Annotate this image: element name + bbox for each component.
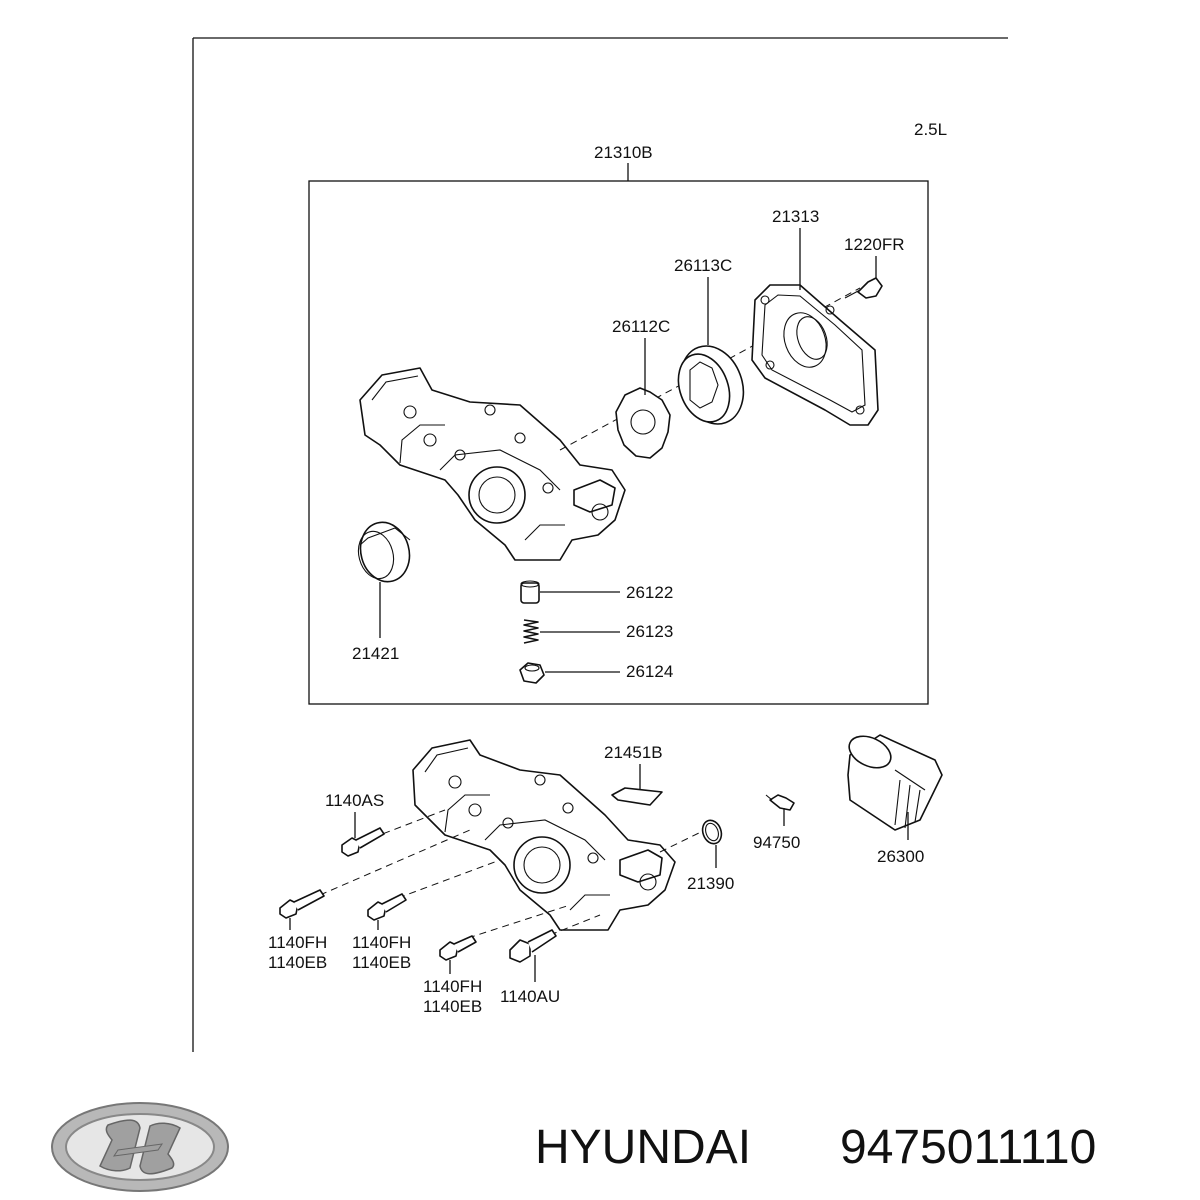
oil-pump-housing[interactable] xyxy=(359,367,626,561)
label-1140FH-b[interactable]: 1140FH xyxy=(352,933,411,952)
hyundai-logo xyxy=(51,1102,229,1192)
relief-plug[interactable] xyxy=(519,662,545,684)
oil-pressure-switch[interactable] xyxy=(765,794,795,811)
engine-label: 2.5L xyxy=(914,120,947,139)
label-26113C[interactable]: 26113C xyxy=(674,256,732,275)
label-1140FH-a[interactable]: 1140FH xyxy=(268,933,327,952)
relief-spring[interactable] xyxy=(523,619,539,644)
label-26123[interactable]: 26123 xyxy=(626,622,673,641)
pump-gasket-21451B[interactable] xyxy=(611,787,663,806)
label-26300[interactable]: 26300 xyxy=(877,847,924,866)
cover-screw[interactable] xyxy=(844,277,883,299)
oil-seal[interactable] xyxy=(353,517,416,587)
bolt-axis-c xyxy=(467,904,571,939)
bolt-axis-a xyxy=(319,829,471,896)
label-1140EB-a[interactable]: 1140EB xyxy=(268,953,327,972)
relief-plunger[interactable] xyxy=(520,580,540,604)
label-1220FR[interactable]: 1220FR xyxy=(844,235,904,254)
label-1140AS[interactable]: 1140AS xyxy=(325,791,384,810)
label-26112C[interactable]: 26112C xyxy=(612,317,670,336)
pump-cover-plate[interactable] xyxy=(751,284,879,426)
bolt-1140FH-c[interactable] xyxy=(439,935,477,961)
label-1140AU[interactable]: 1140AU xyxy=(500,987,560,1006)
label-26124[interactable]: 26124 xyxy=(626,662,673,681)
part-number: 9475011110 xyxy=(840,1121,1096,1174)
label-21390[interactable]: 21390 xyxy=(687,874,734,893)
label-1140FH-c[interactable]: 1140FH xyxy=(423,977,482,996)
inner-rotor-gear[interactable] xyxy=(615,387,671,459)
label-26122[interactable]: 26122 xyxy=(626,583,673,602)
bolt-1140AS[interactable] xyxy=(341,827,385,857)
outer-rotor-ring[interactable] xyxy=(669,337,753,433)
label-1140EB-b[interactable]: 1140EB xyxy=(352,953,411,972)
o-ring-21390[interactable] xyxy=(699,818,724,847)
label-21313[interactable]: 21313 xyxy=(772,207,819,226)
gasket-axis xyxy=(659,829,706,853)
bolt-axis-au xyxy=(549,914,601,936)
bolt-1140AU[interactable] xyxy=(509,929,557,963)
bolt-1140FH-b[interactable] xyxy=(367,893,407,921)
assembly-box xyxy=(308,180,929,705)
label-21451B[interactable]: 21451B xyxy=(604,743,663,762)
label-21421[interactable]: 21421 xyxy=(352,644,399,663)
oil-filter[interactable] xyxy=(844,730,943,831)
bolt-axis-b xyxy=(397,859,501,899)
lower-pump-housing[interactable] xyxy=(412,739,676,931)
label-94750[interactable]: 94750 xyxy=(753,833,800,852)
label-1140EB-c[interactable]: 1140EB xyxy=(423,997,482,1016)
label-21310B[interactable]: 21310B xyxy=(594,143,653,162)
brand-name: HYUNDAI xyxy=(535,1121,751,1174)
bolt-1140FH-a[interactable] xyxy=(279,889,325,919)
